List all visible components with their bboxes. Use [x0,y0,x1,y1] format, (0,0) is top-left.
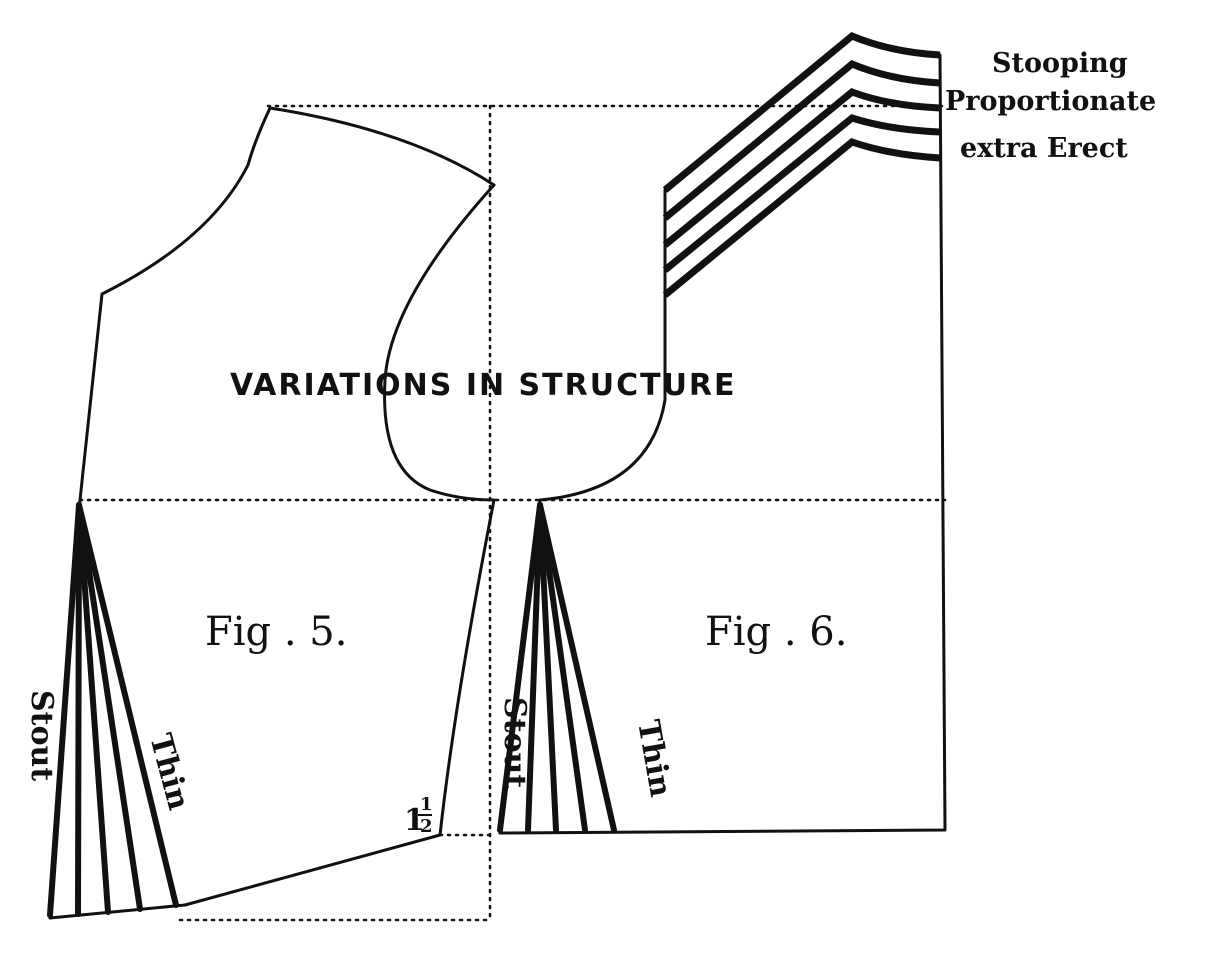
fig6-label: Fig . 6. [705,609,847,655]
guide-lines [78,104,947,924]
fig6-dart-line [537,502,588,833]
fig6-dart-line [537,502,617,833]
fig5-dart-fan [47,502,179,918]
fig5-label: Fig . 5. [205,609,347,655]
measurement-numerator: 1 [420,794,433,815]
fig5-back-outline [48,106,496,920]
shoulder-line-proportionate [662,88,941,248]
fig6-dart-fan [497,502,617,833]
shoulder-label-extra-erect: extra Erect [960,133,1128,164]
fig5-dart-line [75,502,82,917]
shoulder-line-4 [662,114,941,273]
fig5-dart-line [76,502,111,915]
shoulder-line-extra-erect [662,138,941,298]
fig5-dart-line [47,502,82,918]
shoulder-label-proportionate: Proportionate [945,86,1156,117]
fig6-thin-label: Thin [630,717,678,799]
measurement-whole: 1 [404,803,425,838]
fig6-dart-line [525,502,543,833]
fig5-dart-line [76,502,179,908]
fig5-stout-label: Stout [24,690,59,781]
shoulder-label-stooping: Stooping [992,48,1128,79]
fig6-shoulder-lines [662,31,941,298]
shoulder-line-2 [662,59,941,221]
measurement-label: 1 1 2 [404,794,433,838]
armhole-curve [383,183,496,502]
shoulder-line-stooping [662,31,941,193]
fig5-outline [48,106,496,920]
fig6-stout-label: Stout [497,697,532,788]
diagram-title: VARIATIONS IN STRUCTURE [230,368,737,403]
measurement-denominator: 2 [420,816,433,837]
fig6-dart-line [497,502,543,833]
fig5-neck-curve [268,106,496,187]
fig5-dart-line [76,502,143,912]
fig6-dart-line [537,502,559,833]
